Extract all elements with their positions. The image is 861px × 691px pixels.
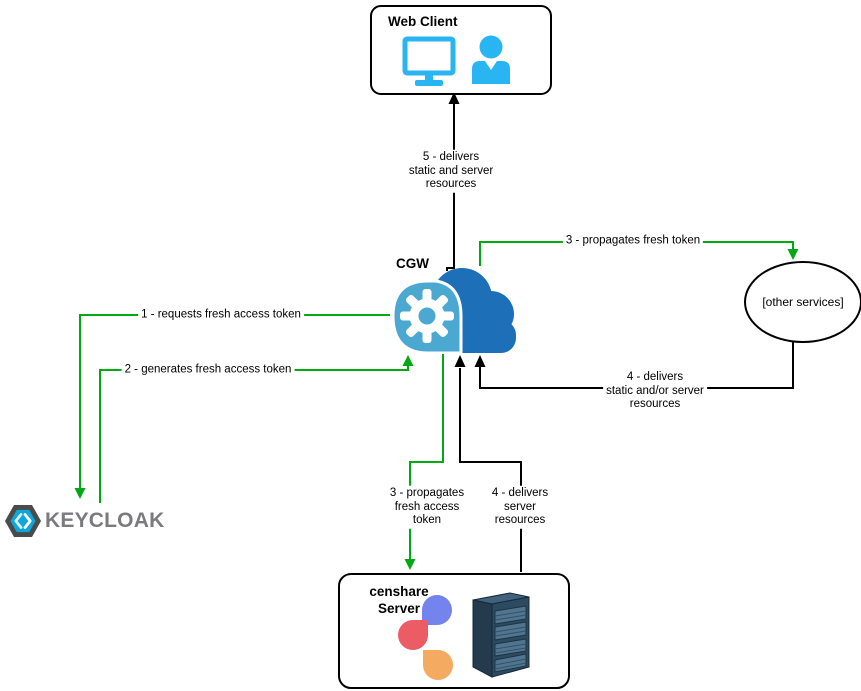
- other-services-label: [other services]: [762, 295, 844, 309]
- gear-badge: [391, 279, 463, 354]
- censhare-logo-icon: [397, 593, 459, 681]
- censhare-title-line: censhare: [369, 584, 429, 599]
- edge-label-line: static and server: [408, 164, 494, 177]
- edge-label-generates-token: 2 - generates fresh access token: [121, 362, 295, 378]
- monitor-icon: [402, 36, 456, 86]
- edge-requests-token: [74, 314, 390, 499]
- cgw-title: CGW: [396, 256, 429, 271]
- edge-label-line: token: [412, 513, 442, 526]
- edge-label-line: 3 - propagates: [389, 486, 465, 499]
- edge-label-delivers-client: 5 - delivers static and server resources: [405, 149, 497, 193]
- cloud-gear-icon: [391, 268, 516, 354]
- other-services-node: [other services]: [744, 261, 861, 343]
- censhare-title-line: Server: [377, 601, 421, 616]
- edge-label-line: 5 - delivers: [422, 150, 480, 163]
- gear-icon: [400, 289, 454, 343]
- edge-label-line: 4 - delivers: [626, 370, 684, 383]
- keycloak-wordmark: KEYCLOAK: [45, 509, 165, 532]
- server-rack-icon: [472, 592, 530, 678]
- web-client-node: Web Client: [370, 5, 552, 95]
- edge-label-requests-token: 1 - requests fresh access token: [138, 307, 304, 323]
- censhare-server-title: censhare Server: [350, 583, 448, 617]
- edge-label-line: fresh access: [394, 500, 460, 513]
- edge-label-line: resources: [425, 177, 477, 190]
- web-client-icons: [402, 35, 510, 86]
- censhare-petal-red: [398, 620, 428, 650]
- edge-label-line: resources: [629, 397, 681, 410]
- web-client-title: Web Client: [388, 14, 458, 29]
- edge-label-delivers-services: 4 - delivers static and/or server resour…: [603, 369, 707, 413]
- edge-label-line: server: [504, 500, 536, 513]
- user-icon: [472, 35, 510, 84]
- keycloak-node: KEYCLOAK: [4, 502, 164, 540]
- censhare-petal-orange: [423, 650, 453, 680]
- edge-label-line: resources: [494, 513, 546, 526]
- edge-label-propagates-token-censhare: 3 - propagates fresh access token: [386, 485, 468, 529]
- keycloak-hexagon-icon: [5, 505, 41, 537]
- edge-label-propagates-token-services: 3 - propagates fresh token: [562, 233, 704, 249]
- edge-label-delivers-censhare: 4 - delivers server resources: [488, 485, 552, 529]
- censhare-server-node: censhare Server: [338, 573, 570, 689]
- edge-propagates-token-censhare: [404, 352, 444, 570]
- edge-label-line: 4 - delivers: [491, 486, 549, 499]
- edge-label-line: static and/or server: [606, 384, 704, 397]
